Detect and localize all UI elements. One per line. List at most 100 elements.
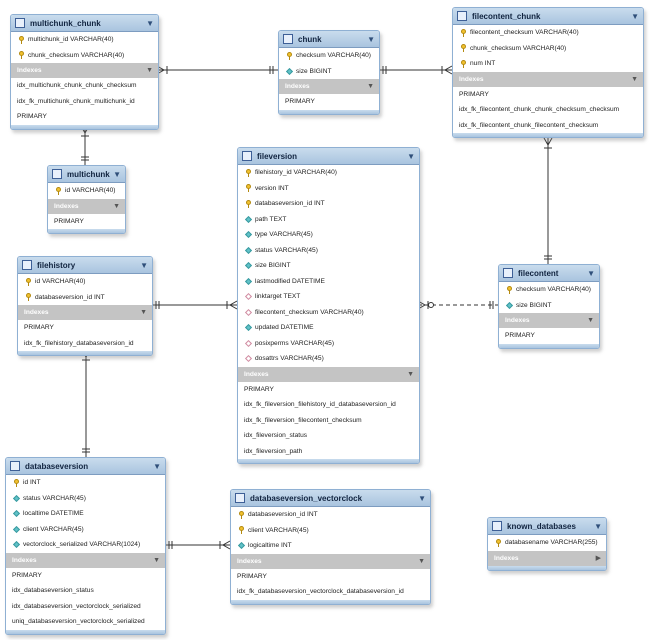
indexes-header[interactable]: Indexes▼	[238, 366, 419, 382]
table-filecontent[interactable]: filecontent▼checksum VARCHAR(40)size BIG…	[498, 264, 600, 349]
index-row[interactable]: idx_databaseversion_vectorclock_serializ…	[12, 602, 141, 610]
column-row[interactable]: status VARCHAR(45)	[238, 243, 419, 259]
table-fileversion[interactable]: fileversion▼filehistory_id VARCHAR(40)ve…	[237, 147, 420, 464]
index-row[interactable]: PRIMARY	[237, 572, 267, 580]
collapse-arrow-icon[interactable]: ▼	[631, 11, 639, 21]
column-row[interactable]: localtime DATETIME	[6, 506, 165, 522]
column-row[interactable]: id VARCHAR(40)	[48, 183, 125, 199]
table-header[interactable]: known_databases▼	[488, 518, 606, 535]
column-row[interactable]: type VARCHAR(45)	[238, 227, 419, 243]
index-row[interactable]: uniq_databaseversion_vectorclock_seriali…	[12, 618, 145, 626]
indexes-header[interactable]: Indexes▼	[279, 79, 379, 94]
collapse-arrow-icon[interactable]: ▼	[113, 169, 121, 179]
index-row[interactable]: idx_fk_filehistory_databaseversion_id	[24, 339, 134, 347]
column-row[interactable]: status VARCHAR(45)	[6, 491, 165, 507]
indexes-header[interactable]: Indexes▼	[231, 553, 430, 569]
indexes-header[interactable]: Indexes▼	[18, 305, 152, 320]
indexes-header[interactable]: Indexes▼	[11, 63, 158, 78]
collapse-arrow-icon[interactable]: ▼	[140, 260, 148, 270]
table-header[interactable]: databaseversion▼	[6, 458, 165, 475]
indexes-header[interactable]: Indexes▼	[6, 552, 165, 568]
column-row[interactable]: logicaltime INT	[231, 538, 430, 554]
indexes-header[interactable]: Indexes▶	[488, 550, 606, 566]
column-row[interactable]: id VARCHAR(40)	[18, 274, 152, 290]
column-row[interactable]: num INT	[453, 56, 643, 72]
table-header[interactable]: fileversion▼	[238, 148, 419, 165]
chevron-right-icon[interactable]: ▶	[595, 555, 601, 562]
column-row[interactable]: databasename VARCHAR(255)	[488, 535, 606, 551]
table-header[interactable]: multichunk_chunk▼	[11, 15, 158, 32]
chevron-down-icon[interactable]: ▼	[153, 556, 160, 564]
column-row[interactable]: lastmodified DATETIME	[238, 274, 419, 290]
index-row[interactable]: idx_fk_fileversion_filehistory_id_databa…	[244, 401, 396, 409]
index-row[interactable]: idx_fk_filecontent_chunk_chunk_checksum_…	[459, 106, 620, 114]
table-databaseversion-vectorclock[interactable]: databaseversion_vectorclock▼databasevers…	[230, 489, 431, 605]
column-row[interactable]: updated DATETIME	[238, 320, 419, 336]
column-row[interactable]: linktarget TEXT	[238, 289, 419, 305]
index-row[interactable]: idx_fk_fileversion_filecontent_checksum	[244, 416, 362, 424]
chevron-down-icon[interactable]: ▼	[367, 83, 374, 90]
chevron-down-icon[interactable]: ▼	[631, 75, 638, 83]
column-row[interactable]: size BIGINT	[279, 64, 379, 80]
table-header[interactable]: chunk▼	[279, 31, 379, 48]
collapse-arrow-icon[interactable]: ▼	[407, 151, 415, 161]
column-row[interactable]: client VARCHAR(45)	[231, 523, 430, 539]
chevron-down-icon[interactable]: ▼	[587, 317, 594, 324]
column-row[interactable]: size BIGINT	[499, 298, 599, 314]
table-multichunk-chunk[interactable]: multichunk_chunk▼multichunk_id VARCHAR(4…	[10, 14, 159, 130]
indexes-header[interactable]: Indexes▼	[48, 198, 125, 214]
index-row[interactable]: PRIMARY	[459, 90, 489, 98]
table-header[interactable]: filehistory▼	[18, 257, 152, 274]
column-row[interactable]: size BIGINT	[238, 258, 419, 274]
chevron-down-icon[interactable]: ▼	[418, 557, 425, 565]
indexes-header[interactable]: Indexes▼	[453, 71, 643, 87]
table-header[interactable]: filecontent_chunk▼	[453, 8, 643, 25]
index-row[interactable]: idx_fk_multichunk_chunk_multichunk_id	[17, 97, 135, 105]
column-row[interactable]: chunk_checksum VARCHAR(40)	[11, 48, 158, 64]
index-row[interactable]: idx_fileversion_path	[244, 447, 303, 455]
index-row[interactable]: PRIMARY	[285, 98, 315, 106]
column-row[interactable]: dosattrs VARCHAR(45)	[238, 351, 419, 367]
column-row[interactable]: version INT	[238, 181, 419, 197]
index-row[interactable]: PRIMARY	[505, 332, 535, 340]
chevron-down-icon[interactable]: ▼	[113, 202, 120, 210]
index-row[interactable]: idx_multichunk_chunk_chunk_checksum	[17, 82, 137, 90]
index-row[interactable]: PRIMARY	[12, 571, 42, 579]
column-row[interactable]: path TEXT	[238, 212, 419, 228]
table-filehistory[interactable]: filehistory▼id VARCHAR(40)databaseversio…	[17, 256, 153, 356]
index-row[interactable]: PRIMARY	[244, 385, 274, 393]
column-row[interactable]: checksum VARCHAR(40)	[279, 48, 379, 64]
index-row[interactable]: idx_fk_databaseversion_vectorclock_datab…	[237, 588, 404, 596]
index-row[interactable]: idx_fileversion_status	[244, 432, 308, 440]
index-row[interactable]: PRIMARY	[24, 324, 54, 332]
table-header[interactable]: filecontent▼	[499, 265, 599, 282]
column-row[interactable]: filecontent_checksum VARCHAR(40)	[453, 25, 643, 41]
chevron-down-icon[interactable]: ▼	[140, 309, 147, 316]
column-row[interactable]: filecontent_checksum VARCHAR(40)	[238, 305, 419, 321]
column-row[interactable]: posixperms VARCHAR(45)	[238, 336, 419, 352]
table-filecontent-chunk[interactable]: filecontent_chunk▼filecontent_checksum V…	[452, 7, 644, 138]
indexes-header[interactable]: Indexes▼	[499, 313, 599, 328]
chevron-down-icon[interactable]: ▼	[146, 67, 153, 74]
column-row[interactable]: multichunk_id VARCHAR(40)	[11, 32, 158, 48]
collapse-arrow-icon[interactable]: ▼	[146, 18, 154, 28]
table-multichunk[interactable]: multichunk▼id VARCHAR(40)Indexes▼ PRIMARY	[47, 165, 126, 234]
collapse-arrow-icon[interactable]: ▼	[587, 268, 595, 278]
index-row[interactable]: PRIMARY	[17, 113, 47, 121]
column-row[interactable]: vectorclock_serialized VARCHAR(1024)	[6, 537, 165, 553]
index-row[interactable]: idx_fk_filecontent_chunk_filecontent_che…	[459, 121, 599, 129]
column-row[interactable]: chunk_checksum VARCHAR(40)	[453, 41, 643, 57]
collapse-arrow-icon[interactable]: ▼	[153, 461, 161, 471]
column-row[interactable]: filehistory_id VARCHAR(40)	[238, 165, 419, 181]
column-row[interactable]: id INT	[6, 475, 165, 491]
column-row[interactable]: databaseversion_id INT	[231, 507, 430, 523]
column-row[interactable]: checksum VARCHAR(40)	[499, 282, 599, 298]
table-header[interactable]: multichunk▼	[48, 166, 125, 183]
collapse-arrow-icon[interactable]: ▼	[594, 521, 602, 531]
table-header[interactable]: databaseversion_vectorclock▼	[231, 490, 430, 507]
column-row[interactable]: databaseversion_id INT	[238, 196, 419, 212]
column-row[interactable]: databaseversion_id INT	[18, 290, 152, 306]
index-row[interactable]: PRIMARY	[54, 217, 84, 225]
